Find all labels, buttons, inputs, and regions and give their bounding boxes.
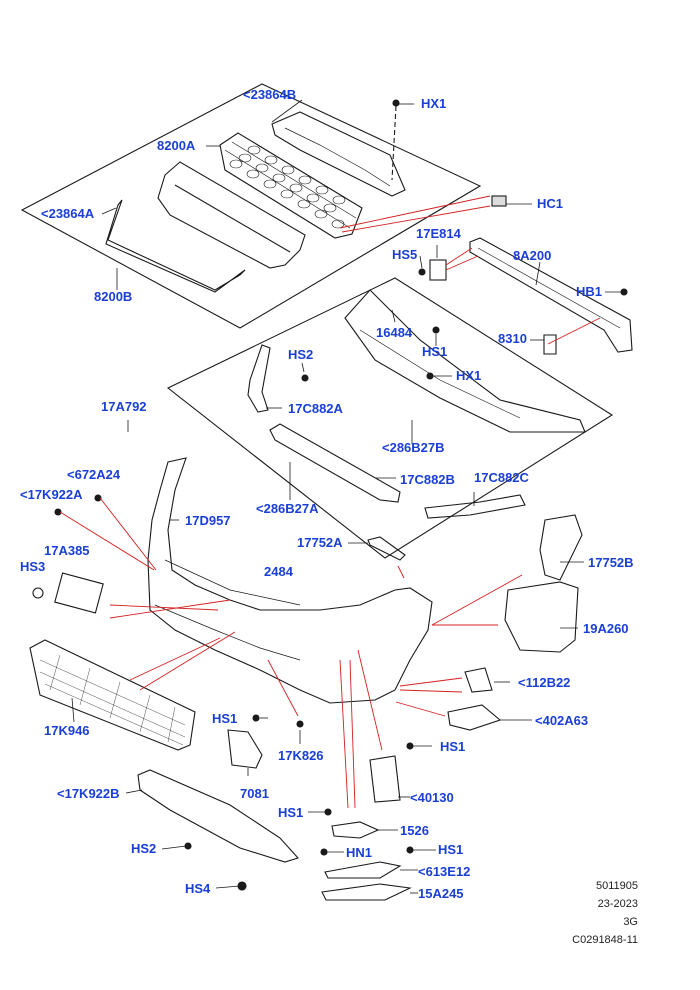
callout-17A792[interactable]: 17A792	[101, 399, 147, 414]
callout-40130[interactable]: <40130	[410, 790, 454, 805]
callout-17752A[interactable]: 17752A	[297, 535, 343, 550]
callout-HS1-last[interactable]: HS1	[438, 842, 464, 857]
callout-HS1-mid[interactable]: HS1	[422, 344, 448, 359]
part-8200B-frame	[157, 161, 306, 269]
callout-8310[interactable]: 8310	[498, 331, 527, 346]
callout-23864B-top[interactable]: <23864B	[243, 87, 297, 102]
reference-code: 3G	[623, 916, 638, 928]
callout-15A245[interactable]: 15A245	[418, 886, 464, 901]
callout-17K946[interactable]: 17K946	[44, 723, 90, 738]
callout-8A200[interactable]: 8A200	[513, 248, 552, 263]
callout-1526[interactable]: 1526	[400, 823, 429, 838]
part-8A200-beam	[469, 237, 633, 353]
part-17C882B	[269, 423, 401, 503]
reference-number: 5011905	[595, 880, 638, 892]
part-19A260	[504, 581, 579, 653]
callout-2484[interactable]: 2484	[264, 564, 293, 579]
callout-17K826[interactable]: 17K826	[278, 748, 324, 763]
grille-group-panel	[20, 83, 482, 329]
callout-17C882C[interactable]: 17C882C	[474, 470, 529, 485]
callout-8200A[interactable]: 8200A	[157, 138, 196, 153]
callout-17752B[interactable]: 17752B	[588, 555, 634, 570]
callout-HS1-low[interactable]: HS1	[212, 711, 238, 726]
part-8200A-grille	[219, 132, 363, 239]
callout-8200B[interactable]: 8200B	[94, 289, 133, 304]
callout-17D957[interactable]: 17D957	[185, 513, 231, 528]
bumper-group-panel	[166, 277, 614, 559]
callout-112B22[interactable]: <112B22	[518, 675, 571, 690]
part-17K946-grille	[29, 639, 196, 751]
part-23864B	[271, 111, 406, 197]
callout-16484[interactable]: 16484	[376, 325, 413, 340]
reference-date: 23-2023	[597, 898, 638, 910]
callout-19A260[interactable]: 19A260	[583, 621, 629, 636]
bumper-cover	[147, 457, 433, 704]
callout-17C882A[interactable]: 17C882A	[288, 401, 343, 416]
part-17752B	[539, 514, 583, 581]
callout-HC1[interactable]: HC1	[537, 196, 564, 211]
callout-7081[interactable]: 7081	[240, 786, 269, 801]
callout-286B27B[interactable]: <286B27B	[382, 440, 445, 455]
callout-672A24[interactable]: <672A24	[67, 467, 121, 482]
callout-HS4[interactable]: HS4	[185, 881, 211, 896]
part-17C882C	[424, 494, 526, 519]
callout-HX1-mid[interactable]: HX1	[456, 368, 482, 383]
callout-17K922A[interactable]: <17K922A	[20, 487, 83, 502]
part-286B27B	[344, 289, 586, 433]
part-17C882A	[247, 344, 271, 413]
part-17K922B	[137, 769, 299, 863]
callout-286B27A[interactable]: <286B27A	[256, 501, 319, 516]
callout-HX1-top[interactable]: HX1	[421, 96, 447, 111]
callout-17C882B[interactable]: 17C882B	[400, 472, 455, 487]
callout-613E12[interactable]: <613E12	[418, 864, 471, 879]
callout-23864A[interactable]: <23864A	[41, 206, 95, 221]
callout-HS3[interactable]: HS3	[20, 559, 46, 574]
callout-HS2-mid[interactable]: HS2	[288, 347, 314, 362]
callout-17A385[interactable]: 17A385	[44, 543, 90, 558]
callout-HS1-right[interactable]: HS1	[440, 739, 466, 754]
callout-17E814[interactable]: 17E814	[416, 226, 461, 241]
callout-HS2-low[interactable]: HS2	[131, 841, 157, 856]
callout-HS1-bottom[interactable]: HS1	[278, 805, 304, 820]
callout-HB1[interactable]: HB1	[576, 284, 603, 299]
reference-illustration-id: C0291848-11	[572, 934, 638, 946]
callout-HS5[interactable]: HS5	[392, 247, 418, 262]
callout-402A63[interactable]: <402A63	[535, 713, 589, 728]
part-23864A	[105, 199, 246, 293]
callout-17K922B[interactable]: <17K922B	[57, 786, 120, 801]
callout-HN1[interactable]: HN1	[346, 845, 373, 860]
